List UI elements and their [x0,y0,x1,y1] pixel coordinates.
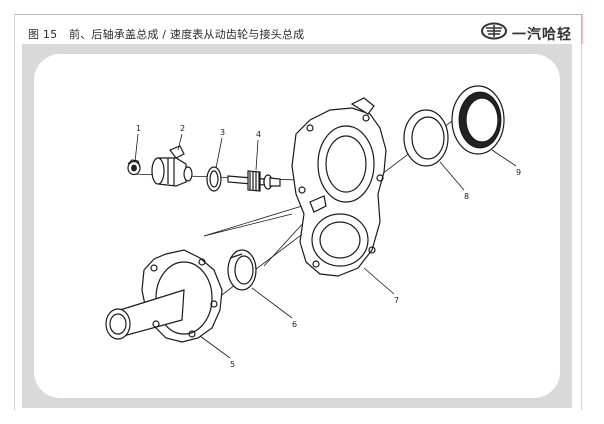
callout-2: 2 [180,124,185,133]
diagram-panel: 1 2 3 4 5 6 7 8 9 [22,44,572,408]
faw-logo-icon [481,22,507,45]
callout-5: 5 [230,360,235,369]
figure-title: 前、后轴承盖总成 / 速度表从动齿轮与接头总成 [69,28,305,41]
leader-lines [134,133,517,359]
part-3-o-ring [206,166,222,192]
page-header: 图 15 前、后轴承盖总成 / 速度表从动齿轮与接头总成 一汽哈轻 [14,16,582,50]
brand-block: 一汽哈轻 [481,22,572,45]
frame-top-rule [14,14,582,15]
part-5-bearing-cover [105,249,223,343]
callout-4: 4 [256,130,261,139]
part-8-ring [403,109,449,167]
part-2-sleeve [151,145,193,187]
exploded-assembly-diagram: 1 2 3 4 5 6 7 8 9 [105,85,521,369]
figure-number: 图 15 [28,28,58,41]
callout-7: 7 [394,296,399,305]
callout-3: 3 [220,128,225,137]
part-6-oil-seal [227,249,257,291]
part-9-rear-seal [451,85,505,155]
callout-6: 6 [292,320,297,329]
part-callouts: 1 2 3 4 5 6 7 8 9 [136,124,521,369]
frame-left-rule [14,14,15,410]
brand-name: 一汽哈轻 [512,26,572,43]
part-1-nut [127,159,141,176]
callout-9: 9 [516,168,521,177]
part-4-driven-gear [227,170,281,192]
callout-1: 1 [136,124,141,133]
callout-8: 8 [464,192,469,201]
diagram-canvas: 1 2 3 4 5 6 7 8 9 [34,54,560,398]
page-edge-mark [581,14,583,44]
figure-caption: 图 15 前、后轴承盖总成 / 速度表从动齿轮与接头总成 [28,26,304,42]
part-7-bearing-housing [291,97,387,277]
frame-right-rule [581,14,582,410]
